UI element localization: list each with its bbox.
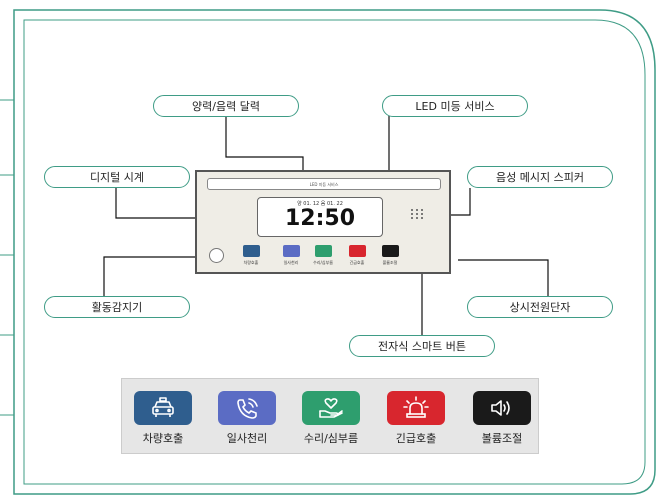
button-label-emergency: 긴급호출: [395, 432, 437, 445]
callout-lunar-calendar: 양력/음력 달력: [153, 95, 299, 117]
mini-button-volume: [382, 245, 399, 257]
callout-power-terminal: 상시전원단자: [467, 296, 613, 318]
phone-icon: [237, 398, 258, 419]
mini-button-repair: [315, 245, 332, 257]
mini-button-emergency: [349, 245, 366, 257]
device-illustration: LED 미등 서비스 양 01. 12 음 01. 22 12:50 차량호출 …: [195, 170, 451, 274]
mini-label: 차량호출: [243, 260, 259, 265]
led-bar: LED 미등 서비스: [207, 178, 441, 190]
callout-voice-speaker: 음성 메시지 스피커: [467, 166, 613, 188]
button-label-repair: 수리/심부름: [303, 432, 359, 445]
date-display: 양 01. 12 음 01. 22: [297, 201, 343, 207]
motion-sensor: [209, 248, 224, 263]
siren-icon: [403, 396, 429, 418]
callout-led-service: LED 미등 서비스: [382, 95, 528, 117]
mini-label: 볼륨조절: [382, 260, 398, 265]
button-legend-panel: 차량호출 일사천리 수리/심부름 긴급호출 볼륨조절: [121, 378, 539, 454]
mini-label: 긴급호출: [349, 260, 365, 265]
taxi-icon: [152, 397, 174, 417]
button-label-taxi: 차량호출: [142, 432, 184, 445]
mini-label: 일사천리: [283, 260, 299, 265]
mini-button-phone: [283, 245, 300, 257]
repair-button[interactable]: [302, 391, 360, 425]
time-display: 12:50: [284, 206, 356, 231]
heart-hand-icon: [319, 398, 343, 418]
mini-button-taxi: [243, 245, 260, 257]
button-label-phone: 일사천리: [226, 432, 268, 445]
volume-button[interactable]: [473, 391, 531, 425]
clock-display: 양 01. 12 음 01. 22 12:50: [257, 197, 383, 237]
callout-smart-button: 전자식 스마트 버튼: [349, 335, 495, 357]
phone-button[interactable]: [218, 391, 276, 425]
callout-digital-clock: 디지털 시계: [44, 166, 190, 188]
speaker-icon: [491, 400, 510, 416]
speaker-grille-icon: [411, 209, 423, 219]
taxi-button[interactable]: [134, 391, 192, 425]
callout-motion-sensor: 활동감지기: [44, 296, 190, 318]
emergency-button[interactable]: [387, 391, 445, 425]
mini-label: 수리/심부름: [313, 260, 333, 265]
button-label-volume: 볼륨조절: [481, 432, 523, 445]
